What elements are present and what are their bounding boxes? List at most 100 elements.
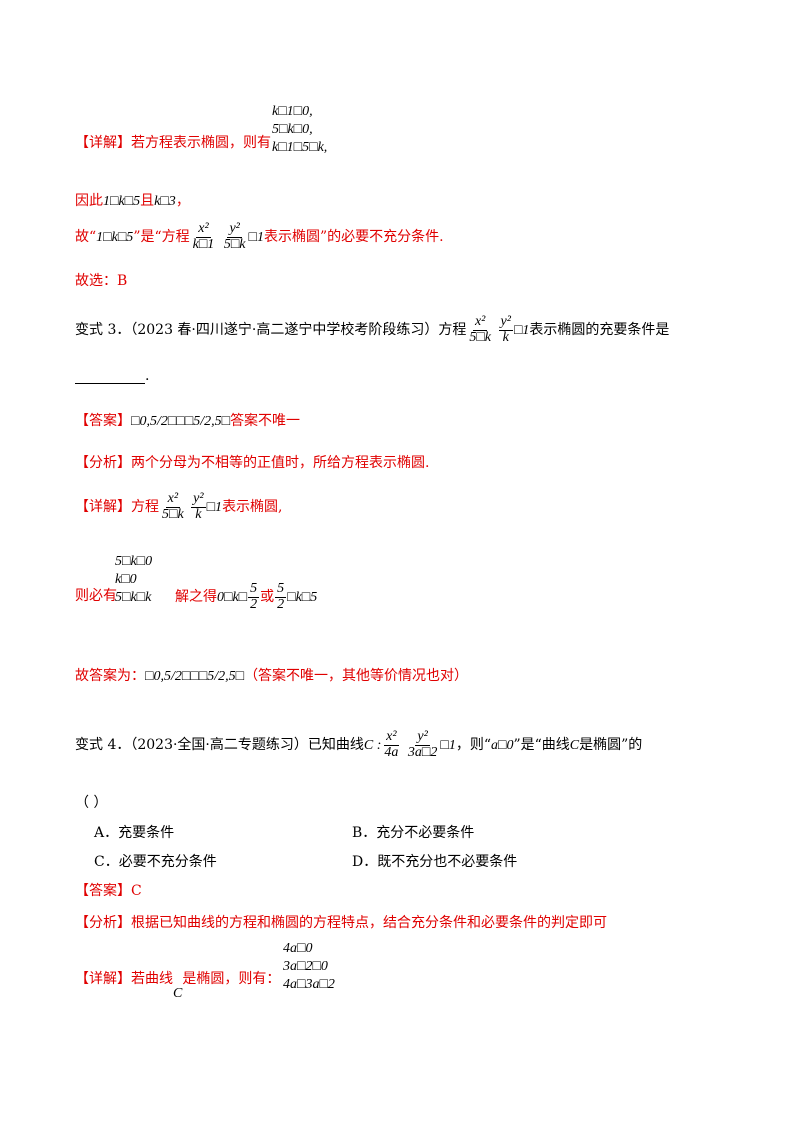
option-text: 充要条件 xyxy=(118,825,175,841)
variant3-analysis: 【分析】两个分母为不相等的正值时，所给方程表示椭圆. xyxy=(75,452,429,472)
solve-text: 解之得 xyxy=(175,589,217,606)
answer-math: □0,5/2□□□5/2,5□ xyxy=(131,414,231,429)
cond-math: a□0 xyxy=(491,738,514,754)
detail-line-1: 【详解】若方程表示椭圆，则有 xyxy=(75,132,271,152)
frac-num: y² xyxy=(191,491,206,508)
detail-text: 若曲线 xyxy=(131,971,173,987)
cond-tail: 是椭圆”的 xyxy=(579,737,643,754)
variant4-intro-text: 变式 4．（2023·全国·高二专题练习）已知曲线 xyxy=(75,737,364,754)
frac-num: x² xyxy=(165,491,181,508)
equals-one: □1 xyxy=(206,500,223,516)
analysis-label: 【分析】 xyxy=(75,455,131,471)
cond-c: C xyxy=(569,738,580,754)
detail-text: 是椭圆，则有： xyxy=(182,971,281,987)
option-d[interactable]: D．既不充分也不必要条件 xyxy=(352,854,518,870)
therefore-line: 因此1□k□5且k□3， xyxy=(75,190,190,210)
therefore-and: 且 xyxy=(140,193,155,209)
frac-den: 5□k xyxy=(162,506,184,522)
system-brace-1: k□1□0, 5□k□0, k□1□5□k, xyxy=(272,103,327,157)
frac-den: 5□k xyxy=(223,236,246,252)
option-key: C xyxy=(94,854,105,870)
detail-text: 表示椭圆, xyxy=(222,499,283,516)
frac-num: x² xyxy=(384,729,399,746)
system-row: 4a□3a□2 xyxy=(283,977,335,992)
frac-den: k xyxy=(195,506,202,522)
final-math: □0,5/2□□□5/2,5□ xyxy=(145,669,245,684)
solve-or: 或 xyxy=(260,589,275,606)
option-a[interactable]: A．充要条件 xyxy=(94,825,175,841)
cond-end: ”是“曲线 xyxy=(513,737,570,754)
system-brace-3: 4a□0 3a□2□0 4a□3a□2 xyxy=(283,940,335,994)
option-text: 充分不必要条件 xyxy=(376,825,475,841)
analysis-text: 两个分母为不相等的正值时，所给方程表示椭圆. xyxy=(131,455,430,471)
variant4-detail: 【详解】若曲线C是椭圆，则有： xyxy=(75,968,281,1001)
option-b[interactable]: B．充分不必要条件 xyxy=(352,825,475,841)
option-key: B xyxy=(352,825,363,841)
frac-num: x² xyxy=(196,221,211,238)
detail-label: 【详解】 xyxy=(75,499,131,516)
equals-one: □1 xyxy=(248,230,264,246)
cond-start: ，则“ xyxy=(455,737,491,754)
frac-num: x² xyxy=(472,314,488,331)
answer-text: 答案不唯一 xyxy=(230,413,301,429)
frac-den: 4a xyxy=(384,744,399,760)
answer-blank[interactable] xyxy=(75,369,145,384)
so-end: 表示椭圆”的必要不充分条件. xyxy=(263,229,444,246)
detail-label: 【详解】 xyxy=(75,135,131,151)
analysis-text: 根据已知曲线的方程和椭圆的方程特点，结合充分条件和必要条件的判定即可 xyxy=(131,915,607,931)
solve-math: 0□k□ xyxy=(217,590,248,606)
solve-math: □k□5 xyxy=(287,590,318,606)
system-row: 4a□0 xyxy=(283,941,313,956)
frac-num: y² xyxy=(498,314,513,331)
so-math: 1□k□5 xyxy=(96,230,134,246)
system-row: k□1□0, xyxy=(272,104,313,119)
therefore-math: k□3 xyxy=(154,194,176,209)
variant3-intro-text: 变式 3．（2023 春·四川遂宁·高二遂宁中学校考阶段练习）方程 xyxy=(75,322,467,339)
analysis-label: 【分析】 xyxy=(75,915,131,931)
option-key: A xyxy=(94,825,105,841)
variant3-tail: 表示椭圆的充要条件是 xyxy=(529,322,670,339)
final-text: （答案不唯一，其他等价情况也对） xyxy=(244,668,469,684)
blank-end: . xyxy=(145,368,150,384)
detail-text: 若方程表示椭圆，则有 xyxy=(131,135,271,151)
system-row: 5□k□0, xyxy=(272,122,313,137)
option-key: D xyxy=(352,854,364,870)
final-label: 故答案为： xyxy=(75,668,145,684)
therefore-end: ， xyxy=(175,193,190,209)
option-text: 既不充分也不必要条件 xyxy=(377,854,518,870)
frac-den: 3a□2 xyxy=(407,744,438,760)
variant4-analysis: 【分析】根据已知曲线的方程和椭圆的方程特点，结合充分条件和必要条件的判定即可 xyxy=(75,912,607,932)
equals-one: □1 xyxy=(513,323,530,339)
answer-label: 【答案】 xyxy=(75,883,131,899)
option-text: 必要不充分条件 xyxy=(118,854,217,870)
system-row: 3a□2□0 xyxy=(283,959,328,974)
system-row: 5□k□k xyxy=(115,590,152,605)
frac-den: k xyxy=(502,329,509,345)
detail-text: 方程 xyxy=(131,499,159,516)
system-brace-2: 5□k□0 k□0 5□k□k xyxy=(115,553,152,607)
frac-num: y² xyxy=(227,221,242,238)
detail-c: C xyxy=(173,986,183,1001)
answer-blank-line: . xyxy=(75,368,149,384)
answer-value: C xyxy=(131,883,142,899)
system-row: k□0 xyxy=(115,572,137,587)
option-c[interactable]: C．必要不充分条件 xyxy=(94,854,217,870)
frac-num: y² xyxy=(415,729,430,746)
variant4-answer: 【答案】C xyxy=(75,880,142,900)
system-row: k□1□5□k, xyxy=(272,140,328,155)
equals-one: □1 xyxy=(440,738,456,754)
